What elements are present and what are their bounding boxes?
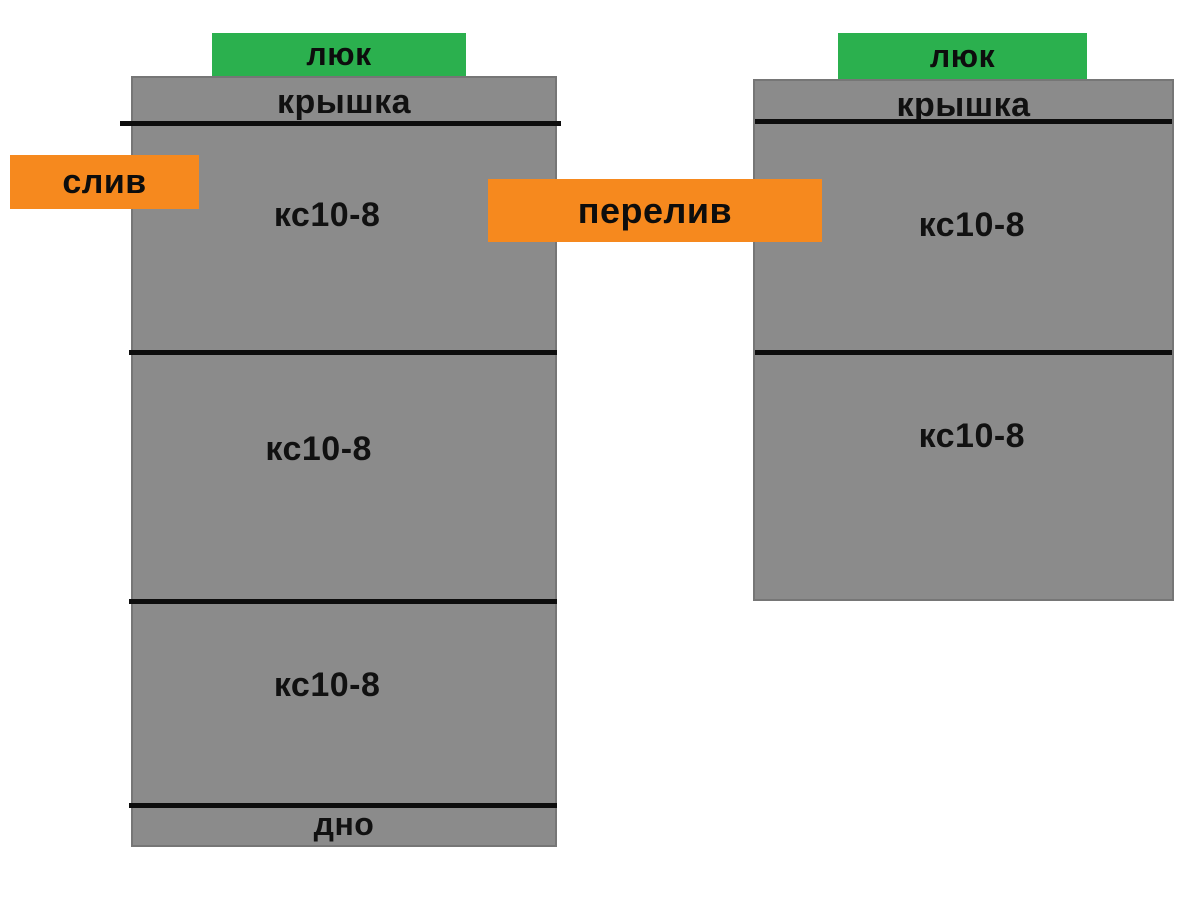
tank-right-ring-1-label: кс10-8: [918, 206, 1026, 244]
drain-pipe-label: слив: [10, 155, 199, 209]
tank-right-hatch-label: люк: [838, 33, 1087, 79]
tank-right-cover-divider-line: [755, 119, 1172, 124]
tank-left: крышка кс10-8 кс10-8 кс10-8 дно: [120, 76, 561, 847]
tank-left-ring-divider-line-2: [129, 599, 557, 604]
tank-right-ring-divider-line-1: [755, 350, 1172, 355]
tank-left-cover-divider-line: [120, 121, 561, 126]
tank-left-ring-3-label: кс10-8: [273, 666, 381, 704]
tank-right-cover-label: крышка: [896, 86, 1031, 124]
overflow-pipe-label: перелив: [488, 179, 822, 242]
tank-right: крышка кс10-8 кс10-8: [753, 79, 1174, 601]
tank-left-hatch-label: люк: [212, 33, 466, 76]
tank-left-bottom-divider-line: [129, 803, 557, 808]
tank-left-cover-label: крышка: [276, 83, 412, 121]
tank-left-bottom-label: дно: [313, 806, 375, 842]
tank-left-ring-divider-line-1: [129, 350, 557, 355]
tank-left-ring-1-label: кс10-8: [273, 196, 381, 234]
tank-left-ring-2-label: кс10-8: [265, 430, 372, 468]
tank-right-ring-2-label: кс10-8: [918, 417, 1026, 455]
